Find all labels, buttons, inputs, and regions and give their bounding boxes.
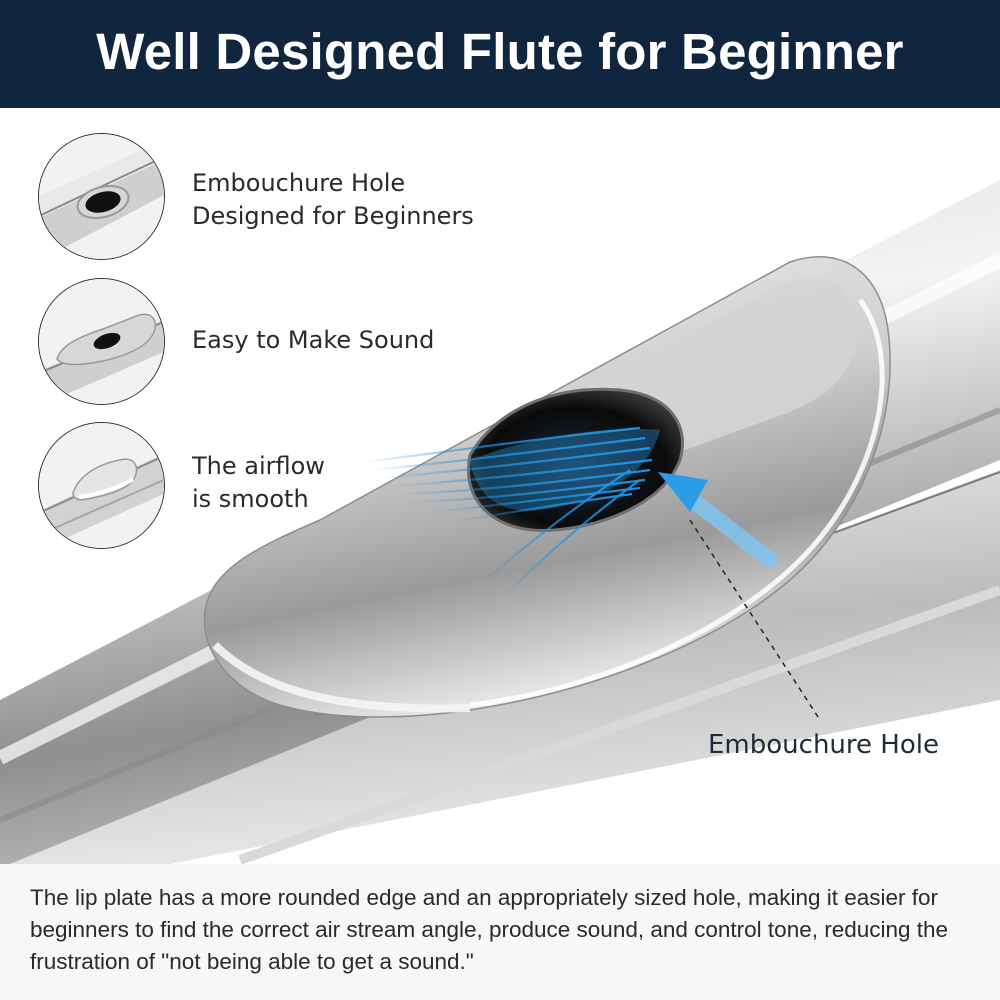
description-text: The lip plate has a more rounded edge an… <box>30 885 949 974</box>
lip-plate-edge-highlight <box>212 642 471 713</box>
feature-label-line: The airflow <box>192 452 325 480</box>
airflow-detail-image <box>39 423 164 548</box>
tube-highlight-line <box>238 585 1000 865</box>
embouchure-detail-image <box>39 134 164 259</box>
embouchure-hole-callout: Embouchure Hole <box>708 730 939 760</box>
lip-plate-rim <box>469 298 885 708</box>
feature-label-line: is smooth <box>192 485 309 513</box>
feature-label-airflow: The airflow is smooth <box>192 450 325 516</box>
feature-thumbnail-sound <box>38 278 165 405</box>
feature-label-line: Embouchure Hole <box>192 169 406 197</box>
airflow-arrow-head <box>658 472 708 512</box>
page-title: Well Designed Flute for Beginner <box>96 23 904 80</box>
feature-label-line: Designed for Beginners <box>192 202 474 230</box>
feature-label-line: Easy to Make Sound <box>192 326 435 354</box>
sound-detail-image <box>39 279 164 404</box>
airflow-arrow-shaft <box>682 490 778 568</box>
flute-illustration <box>0 180 1000 870</box>
airflow-glow <box>470 429 660 511</box>
airflow-streaks <box>359 426 653 601</box>
feature-label-sound: Easy to Make Sound <box>192 324 434 357</box>
feature-label-embouchure: Embouchure Hole Designed for Beginners <box>192 167 474 233</box>
feature-thumbnail-embouchure <box>38 133 165 260</box>
feature-thumbnail-airflow <box>38 422 165 549</box>
title-banner: Well Designed Flute for Beginner <box>0 0 1000 108</box>
description-panel: The lip plate has a more rounded edge an… <box>0 864 1000 1000</box>
